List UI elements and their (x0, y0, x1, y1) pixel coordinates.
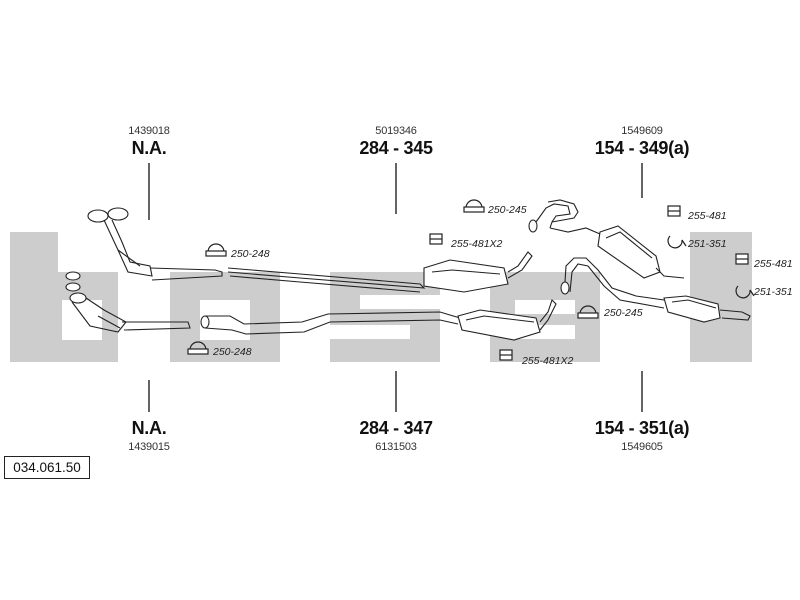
rear-top-code: 154 - 349(a) (594, 138, 690, 158)
middle-bottom-code: 284 - 347 (359, 418, 433, 438)
middle-top-code: 284 - 345 (359, 138, 433, 158)
front-pipe-bottom (65, 271, 191, 333)
leader-lines (148, 163, 643, 412)
mount-icons (429, 205, 749, 361)
rear-silencer-bottom (560, 257, 751, 323)
clip-label: 251-351 (688, 238, 727, 250)
mount-label: 255-481X2 (522, 355, 574, 367)
middle-bottom-ref: 6131503 (375, 441, 417, 453)
diagram-code-box: 034.061.50 (4, 456, 90, 479)
front-bottom-ref: 1439015 (128, 441, 170, 453)
middle-silencer-top (227, 251, 533, 293)
mount-label: 255-481 (754, 258, 793, 270)
middle-top-ref: 5019346 (375, 125, 417, 137)
clamp-label: 250-248 (213, 346, 252, 358)
front-bottom-code: N.A. (131, 418, 167, 438)
clip-icons (667, 235, 755, 299)
rear-bottom-code: 154 - 351(a) (594, 418, 690, 438)
clamp-label: 250-245 (604, 307, 643, 319)
front-top-code: N.A. (131, 138, 167, 158)
rear-top-ref: 1549609 (621, 125, 663, 137)
clamp-label: 250-248 (231, 248, 270, 260)
mount-label: 255-481X2 (451, 238, 503, 250)
rear-bottom-ref: 1549605 (621, 441, 663, 453)
clamp-icons (187, 199, 599, 355)
middle-silencer-bottom (200, 298, 557, 341)
rear-silencer-top (528, 199, 685, 279)
front-top-ref: 1439018 (128, 125, 170, 137)
clip-label: 251-351 (754, 286, 793, 298)
mount-label: 255-481 (688, 210, 727, 222)
clamp-label: 250-245 (488, 204, 527, 216)
front-pipe-top (87, 207, 223, 281)
